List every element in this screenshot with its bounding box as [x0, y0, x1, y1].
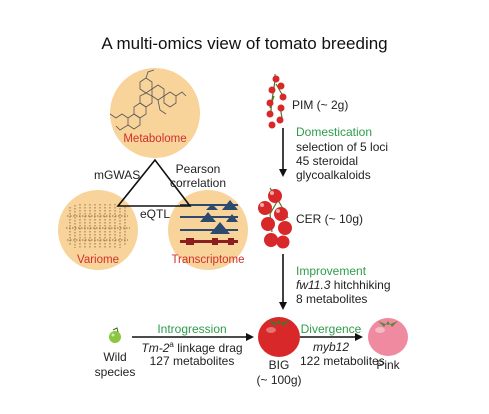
correlation-word: correlation	[170, 176, 227, 190]
molecule-icon	[109, 69, 187, 131]
myb12-gene-name: myb12	[312, 340, 350, 354]
metabolome-label: Metabolome	[123, 133, 187, 145]
improvement-label: Improvement	[296, 264, 367, 278]
improvement-line-1-rest: hitchhiking	[330, 278, 391, 292]
wild-word: Wild	[103, 350, 127, 364]
fw11-gene-name: fw11.3	[296, 278, 331, 292]
pink-tomato-icon	[368, 318, 408, 356]
introgression-line-2: 127 metabolites	[149, 354, 235, 368]
improvement-line-2: 8 metabolites	[296, 292, 368, 306]
variome-grid-icon	[66, 204, 130, 248]
variome-circle	[58, 190, 138, 270]
pim-label: PIM (~ 2g)	[292, 98, 349, 112]
domestication-line-3: glycoalkaloids	[296, 168, 371, 182]
divergence-label: Divergence	[300, 322, 362, 336]
introgression-label: Introgression	[157, 322, 227, 336]
variome-label: Variome	[77, 254, 119, 266]
eqtl-label: eQTL	[140, 207, 171, 221]
wild-species-label: Wild species	[88, 350, 142, 380]
page-title: A multi-omics view of tomato breeding	[101, 34, 388, 53]
big-tomato-icon	[258, 317, 300, 357]
metabolome-circle	[110, 68, 200, 158]
tm2-superscript: a	[169, 340, 174, 349]
mgwas-label: mGWAS	[94, 168, 141, 182]
divergence-line-2: 122 metabolites	[300, 354, 385, 368]
tm2-gene-name: Tm-2	[141, 341, 170, 355]
big-weight: (~ 100g)	[256, 373, 302, 387]
improvement-line-1: fw11.3 hitchhiking	[296, 278, 391, 292]
domestication-line-2: 45 steroidal	[296, 154, 359, 168]
pim-tomato-icon	[266, 73, 287, 129]
transcriptome-tracks-icon	[180, 200, 238, 245]
cer-label: CER (~ 10g)	[296, 212, 364, 226]
pearson-label: Pearson correlation	[170, 162, 226, 190]
introgression-line-1: Tm-2a linkage drag	[132, 340, 252, 355]
species-word: species	[94, 365, 136, 379]
domestication-label: Domestication	[296, 125, 373, 139]
pearson-word: Pearson	[175, 162, 221, 176]
wild-tomato-icon	[109, 327, 121, 343]
cer-tomato-icon	[258, 187, 292, 249]
pink-label: Pink	[376, 358, 400, 372]
domestication-line-1: selection of 5 loci	[296, 140, 389, 154]
divergence-gene: myb12	[296, 340, 366, 354]
big-name: BIG	[268, 358, 290, 372]
introgression-line-1-rest: linkage drag	[173, 341, 243, 355]
relationship-triangle	[116, 158, 192, 207]
big-label: BIG (~ 100g)	[249, 358, 309, 388]
transcriptome-label: Transcriptome	[171, 254, 245, 266]
